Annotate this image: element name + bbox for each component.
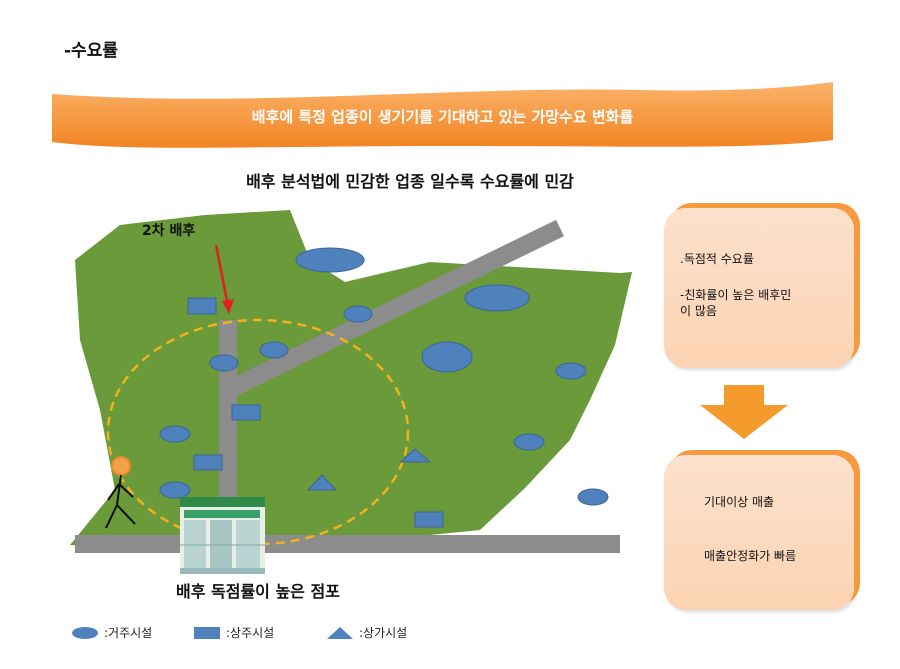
- mixed-use-facility: [193, 454, 223, 471]
- legend-commercial-label: :상가시설: [359, 626, 408, 640]
- triangle-icon: [327, 626, 353, 639]
- residential-facility: [421, 341, 473, 373]
- box-top-line2: -친화률이 높은 배후민: [680, 288, 792, 302]
- info-box-top: .독점적 수요률 -친화률이 높은 배후민 이 많음: [664, 208, 854, 368]
- legend-residential-label: :거주시설: [104, 626, 153, 640]
- legend-mixed: :상주시설: [192, 624, 274, 641]
- residential-facility: [577, 488, 609, 506]
- box-bottom-line2: 매출안정화가 빠름: [704, 549, 797, 563]
- secondary-zone-label: 2차 배후: [142, 223, 196, 239]
- mixed-use-facility: [231, 404, 261, 421]
- residential-facility: [464, 284, 530, 312]
- banner-shape: [52, 82, 833, 148]
- person-icon: [105, 456, 136, 529]
- store-label: 배후 독점률이 높은 점포: [176, 582, 340, 601]
- legend-commercial: :상가시설: [325, 624, 407, 641]
- secondary-zone-arrow: [214, 244, 230, 307]
- rectangle-icon: [194, 626, 220, 639]
- ellipse-icon: [72, 626, 98, 639]
- mixed-use-facility: [187, 297, 217, 315]
- mixed-use-facility: [414, 511, 444, 528]
- banner-text: 배후에 특정 업종이 생기기를 기대하고 있는 가망수요 변화률: [251, 108, 634, 126]
- info-box-bottom: 기대이상 매출 매출안정화가 빠름: [664, 455, 854, 610]
- residential-facility: [159, 425, 191, 443]
- box-bottom-line1: 기대이상 매출: [704, 495, 775, 509]
- arrow-head: [222, 299, 234, 314]
- secondary-zone-boundary: [106, 318, 410, 546]
- road-diagonal: [224, 219, 564, 399]
- store-image: [180, 497, 265, 574]
- subtitle: 배후 분석법에 민감한 업종 일수록 수요률에 민감: [246, 172, 574, 191]
- road-horizontal: [75, 535, 620, 553]
- commercial-facility: [306, 474, 338, 491]
- residential-facility: [259, 341, 289, 359]
- legend-mixed-label: :상주시설: [226, 626, 275, 640]
- residential-facility: [555, 362, 587, 380]
- legend-residential: :거주시설: [70, 624, 152, 641]
- page-title: -수요률: [64, 41, 118, 61]
- box-top-line3: 이 많음: [680, 304, 717, 318]
- residential-facility: [513, 433, 545, 451]
- residential-facility: [343, 305, 373, 323]
- down-arrow-icon: [700, 385, 788, 439]
- residential-facility: [209, 354, 239, 372]
- residential-facility: [295, 247, 365, 273]
- residential-facility: [159, 481, 191, 499]
- road-vertical: [219, 320, 237, 540]
- box-top-line1: .독점적 수요률: [680, 252, 754, 266]
- commercial-facility: [399, 448, 432, 463]
